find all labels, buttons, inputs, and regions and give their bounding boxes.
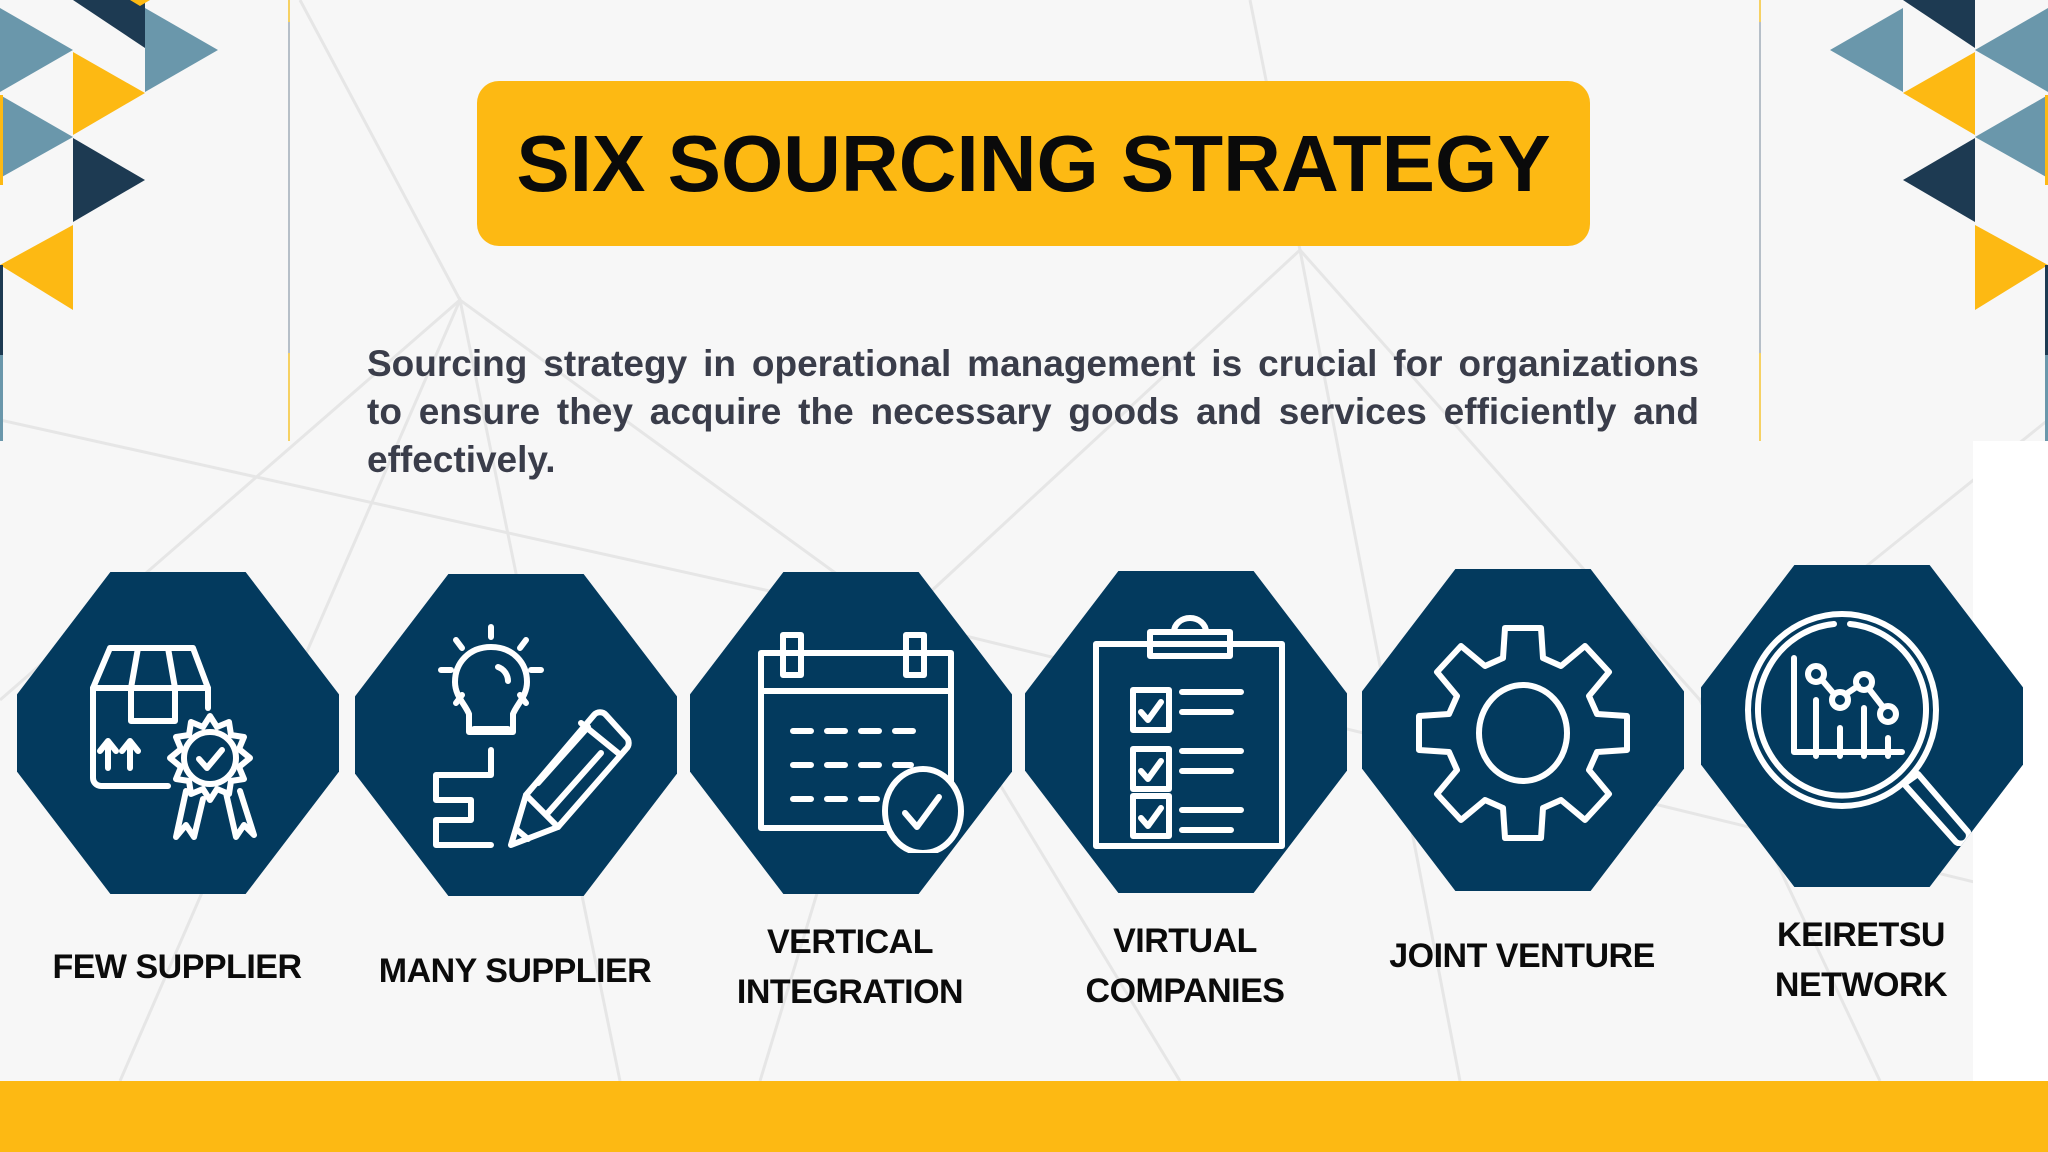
strategy-card-joint-venture: JOINT VENTURE — [1362, 569, 1692, 975]
octagon-badge — [1362, 569, 1684, 891]
intro-paragraph: Sourcing strategy in operational managem… — [367, 343, 1699, 480]
strategy-card-virtual-companies: VIRTUAL COMPANIES — [1025, 571, 1355, 1010]
octagon-badge — [1701, 565, 2023, 887]
title-banner: SIX SOURCING STRATEGY — [477, 81, 1590, 246]
slide-title: SIX SOURCING STRATEGY — [516, 118, 1551, 208]
left-divider-line — [288, 0, 290, 441]
clipboard-checklist-icon — [1093, 615, 1285, 849]
right-divider-line — [1759, 0, 1761, 441]
gear-icon — [1416, 625, 1630, 841]
strategy-label: MANY SUPPLIER — [378, 952, 652, 990]
strategy-label-line1: KEIRETSU — [1777, 916, 1945, 954]
magnifier-chart-icon — [1745, 611, 1972, 846]
box-award-icon — [90, 645, 257, 840]
octagon-badge — [17, 572, 339, 894]
octagon-badge — [355, 574, 677, 896]
strategy-cards: FEW SUPPLIER MANY SUPPLIER — [0, 565, 2048, 1035]
left-triangle-decoration — [0, 0, 218, 441]
lightbulb-pencil-icon — [433, 624, 632, 848]
right-triangle-decoration — [1830, 0, 2048, 441]
strategy-card-many-supplier: MANY SUPPLIER — [355, 574, 685, 990]
strategy-label-line1: VERTICAL — [767, 923, 934, 961]
octagon-badge — [1025, 571, 1347, 893]
strategy-label-line2: COMPANIES — [1085, 972, 1285, 1010]
footer-accent-bar — [0, 1081, 2048, 1152]
strategy-label-line1: VIRTUAL — [1113, 922, 1257, 960]
strategy-card-vertical-integration: VERTICAL INTEGRATION — [690, 572, 1020, 1011]
calendar-check-icon — [758, 632, 964, 853]
strategy-label-line2: INTEGRATION — [736, 973, 964, 1011]
strategy-label: JOINT VENTURE — [1389, 937, 1655, 975]
octagon-badge — [690, 572, 1012, 894]
strategy-card-keiretsu-network: KEIRETSU NETWORK — [1701, 565, 2031, 1004]
strategy-label: FEW SUPPLIER — [52, 948, 302, 986]
strategy-label-line2: NETWORK — [1774, 966, 1948, 1004]
strategy-card-few-supplier: FEW SUPPLIER — [17, 572, 347, 986]
